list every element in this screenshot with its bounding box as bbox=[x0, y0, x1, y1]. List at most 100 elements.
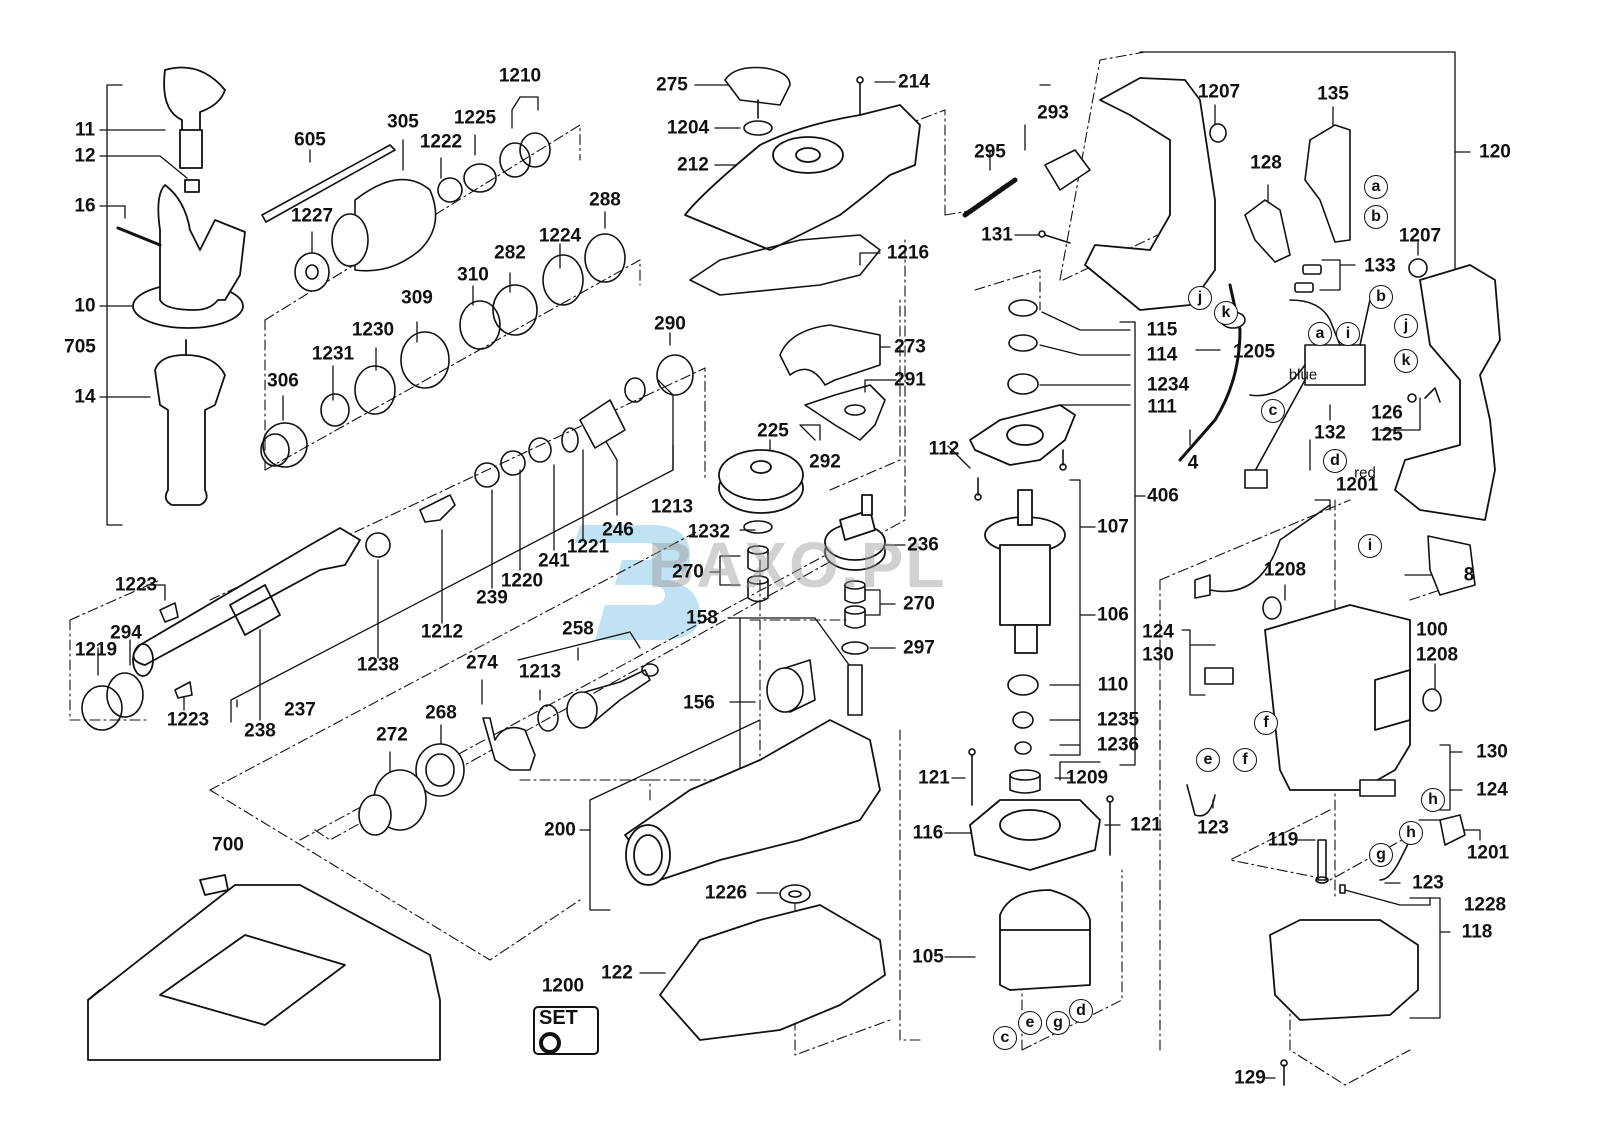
part-label: 11 bbox=[74, 119, 96, 141]
part-label: 275 bbox=[656, 74, 688, 96]
part-label: 309 bbox=[401, 287, 433, 309]
connector-letter: j bbox=[1394, 314, 1418, 338]
part-holder-273 bbox=[779, 324, 881, 386]
part-label: 133 bbox=[1364, 255, 1396, 277]
part-gasket-1216 bbox=[689, 234, 881, 296]
part-label: 1228 bbox=[1463, 894, 1507, 916]
part-shaft-237 bbox=[132, 527, 361, 677]
part-label: 241 bbox=[538, 550, 570, 572]
connector-letter: c bbox=[993, 1026, 1017, 1050]
part-label: 122 bbox=[601, 962, 633, 984]
part-label: 1212 bbox=[420, 621, 464, 643]
connector-letter: f bbox=[1254, 711, 1278, 735]
part-label: 105 bbox=[912, 946, 944, 968]
part-label: 119 bbox=[1267, 829, 1299, 851]
part-knob-275 bbox=[724, 66, 791, 136]
connector-letter: g bbox=[1046, 1011, 1070, 1035]
part-label: 120 bbox=[1479, 141, 1511, 163]
part-label: 1208 bbox=[1415, 644, 1459, 666]
part-label: 130 bbox=[1142, 644, 1174, 666]
part-label: 200 bbox=[544, 819, 576, 841]
part-label: 1209 bbox=[1065, 767, 1109, 789]
part-label: 272 bbox=[376, 724, 408, 746]
part-gear-225 bbox=[718, 449, 804, 514]
part-plate-274 bbox=[482, 717, 536, 771]
connector-letter: h bbox=[1399, 821, 1423, 845]
connector-letter: k bbox=[1214, 301, 1238, 325]
connector-letter: e bbox=[1196, 748, 1220, 772]
part-label: 1230 bbox=[351, 319, 395, 341]
watermark-text: BAXO.PL bbox=[648, 529, 947, 601]
part-label: 1238 bbox=[356, 654, 400, 676]
part-label: 1208 bbox=[1263, 559, 1307, 581]
connector-letter: d bbox=[1323, 449, 1347, 473]
part-spindle-parts bbox=[365, 354, 694, 558]
part-label: 1213 bbox=[650, 496, 694, 518]
part-clips-133 bbox=[1294, 264, 1322, 293]
part-label: 1236 bbox=[1096, 734, 1140, 756]
part-gearcover-212 bbox=[684, 104, 921, 251]
connector-letter: a bbox=[1364, 175, 1388, 199]
part-label: 158 bbox=[686, 607, 718, 629]
part-label: 270 bbox=[903, 593, 935, 615]
part-case-700 bbox=[87, 874, 441, 1061]
part-label: 115 bbox=[1146, 319, 1178, 341]
part-handle-half-left bbox=[1084, 77, 1216, 311]
part-label: 270 bbox=[672, 561, 704, 583]
part-spring-295 bbox=[962, 177, 1018, 218]
part-label: 282 bbox=[494, 242, 526, 264]
part-side-handle bbox=[116, 184, 246, 329]
part-label: 110 bbox=[1097, 674, 1129, 696]
part-label: 106 bbox=[1097, 604, 1129, 626]
part-label: 268 bbox=[425, 702, 457, 724]
part-label: 246 bbox=[602, 519, 634, 541]
part-label: 214 bbox=[898, 71, 930, 93]
part-label: 236 bbox=[907, 534, 939, 556]
part-label: 306 bbox=[267, 370, 299, 392]
part-label: 212 bbox=[677, 154, 709, 176]
part-sleeve-156 bbox=[766, 659, 816, 713]
part-label: 700 bbox=[212, 834, 244, 856]
part-label-8 bbox=[1427, 535, 1476, 596]
connector-letter: j bbox=[1188, 286, 1212, 310]
part-label: 1222 bbox=[419, 131, 463, 153]
part-plate-128 bbox=[1244, 199, 1291, 263]
part-label: 310 bbox=[457, 264, 489, 286]
part-bolts-121 bbox=[968, 748, 1114, 856]
part-label: 125 bbox=[1371, 424, 1403, 446]
connector-letter: k bbox=[1394, 349, 1418, 373]
part-bolt-119 bbox=[1315, 839, 1346, 894]
part-label: 1224 bbox=[538, 225, 582, 247]
connector-letter: i bbox=[1336, 322, 1360, 346]
part-screw-126-125 bbox=[1407, 387, 1441, 403]
part-leads-123 bbox=[1186, 784, 1411, 881]
part-label: 1201 bbox=[1466, 842, 1510, 864]
part-label: 121 bbox=[918, 767, 950, 789]
part-grip bbox=[154, 339, 226, 506]
part-piston-258 bbox=[537, 663, 659, 732]
part-label: 12 bbox=[74, 145, 96, 167]
part-screws-112 bbox=[974, 449, 1067, 501]
part-label: 293 bbox=[1037, 102, 1069, 124]
part-label: 121 bbox=[1130, 814, 1162, 836]
part-label: 131 bbox=[981, 224, 1013, 246]
wire-color-blue: blue bbox=[1288, 366, 1318, 384]
part-end-cap-118 bbox=[1269, 919, 1419, 1021]
part-pin-158 bbox=[847, 664, 863, 716]
part-plate-291 bbox=[804, 384, 886, 441]
part-rod-605 bbox=[261, 144, 396, 223]
wire-color-red: red bbox=[1354, 464, 1376, 482]
part-label: 130 bbox=[1476, 741, 1508, 763]
part-label: 124 bbox=[1142, 621, 1174, 643]
part-screw-129 bbox=[1280, 1059, 1288, 1086]
part-rings-top bbox=[437, 132, 551, 203]
connector-letter: b bbox=[1369, 285, 1393, 309]
part-label: 1205 bbox=[1232, 341, 1276, 363]
part-label: 112 bbox=[928, 438, 960, 460]
connector-letter: f bbox=[1233, 748, 1257, 772]
part-label: 239 bbox=[476, 587, 508, 609]
part-label: 290 bbox=[654, 313, 686, 335]
part-label: 292 bbox=[809, 451, 841, 473]
part-label: 1225 bbox=[453, 107, 497, 129]
